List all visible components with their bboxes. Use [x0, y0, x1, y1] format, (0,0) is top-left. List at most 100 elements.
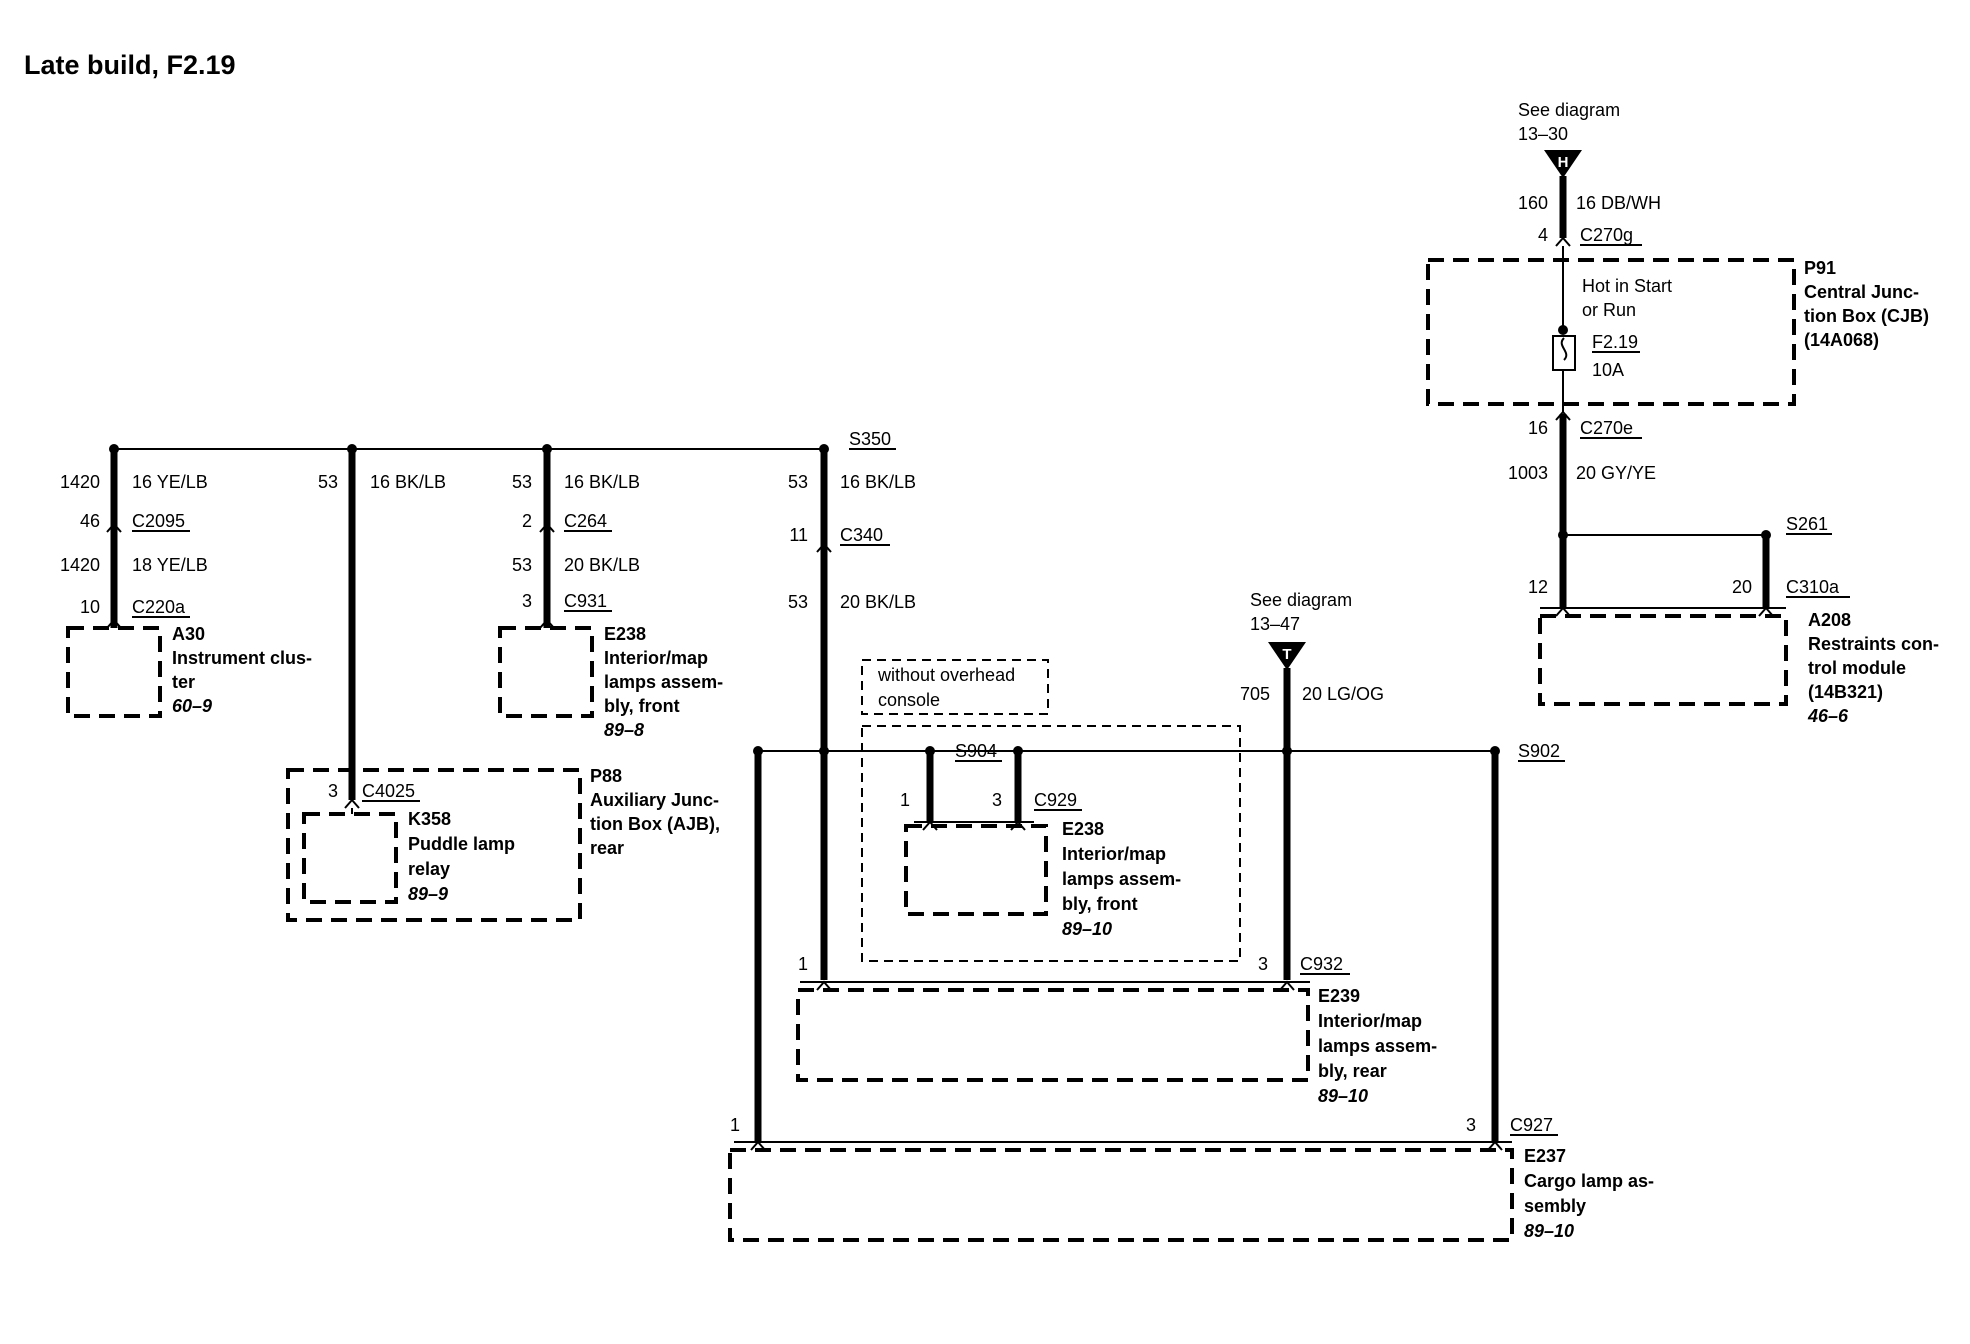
k358-label-line3: relay [408, 859, 450, 879]
c340-connector-chevron [816, 542, 832, 553]
e238-overhead-label-line2: Interior/map [1062, 844, 1166, 864]
s902-node-c340 [819, 746, 829, 756]
a208-label-line2: Restraints con- [1808, 634, 1939, 654]
ref-h-triangle [1544, 150, 1582, 178]
e238-front-connector1-chevron [539, 522, 555, 533]
k358-box [302, 812, 398, 904]
e238-overhead-label-line3: lamps assem- [1062, 869, 1181, 889]
e238-front-circuit1: 53 [512, 472, 532, 492]
a208-label-line4: (14B321) [1808, 682, 1883, 702]
e238-front-connector2-chevron [539, 618, 555, 629]
a208-connector: C310a [1786, 577, 1840, 597]
e238-overhead-label-line1: E238 [1062, 819, 1104, 839]
e238-front-label-line2: Interior/map [604, 648, 708, 668]
a30-pin2: 10 [80, 597, 100, 617]
e238-overhead-box [904, 824, 1048, 916]
a30-label-line2: Instrument clus- [172, 648, 312, 668]
ajb-label-line2: Auxiliary Junc- [590, 790, 719, 810]
c340-wire1: 16 BK/LB [840, 472, 916, 492]
e239-label-line4: bly, rear [1318, 1061, 1387, 1081]
a30-box [66, 626, 162, 718]
c340-circuit2: 53 [788, 592, 808, 612]
e239-label-line1: E239 [1318, 986, 1360, 1006]
e239-label-line2: Interior/map [1318, 1011, 1422, 1031]
e239-chevron-right [1279, 980, 1295, 991]
e238-overhead-ref: 89–10 [1062, 919, 1112, 939]
cjb-top-connector: C270g [1580, 225, 1633, 245]
e237-label-line2: Cargo lamp as- [1524, 1171, 1654, 1191]
a30-pin1: 46 [80, 511, 100, 531]
e237-chevron-right [1487, 1140, 1503, 1151]
ajb-label-line3: tion Box (AJB), [590, 814, 720, 834]
cjb-bottom-wire: 20 GY/YE [1576, 463, 1656, 483]
ref-t-letter: T [1282, 646, 1291, 663]
e237-label-line3: sembly [1524, 1196, 1586, 1216]
a30-connector2: C220a [132, 597, 186, 617]
fuse-rating: 10A [1592, 360, 1624, 380]
a208-chevron-left [1555, 606, 1571, 617]
e238-overhead-label-line4: bly, front [1062, 894, 1138, 914]
k358-label-line2: Puddle lamp [408, 834, 515, 854]
a208-label-line3: trol module [1808, 658, 1906, 678]
a208-chevron-right [1758, 606, 1774, 617]
cjb-top-connector-chevron [1555, 236, 1571, 247]
a208-label-line1: A208 [1808, 610, 1851, 630]
ajb-circuit: 53 [318, 472, 338, 492]
ajb-connector-chevron [344, 798, 360, 809]
ajb-label-line4: rear [590, 838, 624, 858]
e238-front-pin2: 3 [522, 591, 532, 611]
overhead-group-box [861, 725, 1241, 962]
cjb-bottom-connector: C270e [1580, 418, 1633, 438]
ajb-pin: 3 [328, 781, 338, 801]
s261-label: S261 [1786, 514, 1828, 534]
e239-label-line3: lamps assem- [1318, 1036, 1437, 1056]
e237-connector: C927 [1510, 1115, 1553, 1135]
c340-wire2: 20 BK/LB [840, 592, 916, 612]
ajb-label-line1: P88 [590, 766, 622, 786]
e238-front-box [498, 626, 594, 718]
fuse-id: F2.19 [1592, 332, 1638, 352]
e238-front-label-line3: lamps assem- [604, 672, 723, 692]
e237-chevron-left [750, 1140, 766, 1151]
s902-node-t [1282, 746, 1292, 756]
t-circuit: 705 [1240, 684, 1270, 704]
cjb-bottom-circuit: 1003 [1508, 463, 1548, 483]
e238-front-pin1: 2 [522, 511, 532, 531]
s904-label: S904 [955, 741, 997, 761]
cjb-bottom-pin: 16 [1528, 418, 1548, 438]
k358-label-line1: K358 [408, 809, 451, 829]
e237-pin-left: 1 [730, 1115, 740, 1135]
s350-label: S350 [849, 429, 891, 449]
ref-t-line1: See diagram [1250, 590, 1352, 610]
cjb-label-line4: (14A068) [1804, 330, 1879, 350]
e238-front-label-line4: bly, front [604, 696, 680, 716]
cjb-top-pin: 4 [1538, 225, 1548, 245]
e237-ref: 89–10 [1524, 1221, 1574, 1241]
overhead-note-line2: console [878, 690, 940, 710]
t-wire-label: 20 LG/OG [1302, 684, 1384, 704]
a30-connector1-chevron [106, 522, 122, 533]
a30-circuit1: 1420 [60, 472, 100, 492]
ref-t-triangle [1268, 642, 1306, 670]
e237-pin-right: 3 [1466, 1115, 1476, 1135]
cjb-bottom-connector-chevron [1555, 410, 1571, 421]
ajb-connector: C4025 [362, 781, 415, 801]
cjb-label-line3: tion Box (CJB) [1804, 306, 1929, 326]
cjb-box [1426, 258, 1796, 406]
e238-front-connector1: C264 [564, 511, 607, 531]
fuse-element-icon [1560, 337, 1568, 361]
a30-wire1: 16 YE/LB [132, 472, 208, 492]
e239-ref: 89–10 [1318, 1086, 1368, 1106]
e238-overhead-pin-right: 3 [992, 790, 1002, 810]
e238-front-circuit2: 53 [512, 555, 532, 575]
c340-pin: 11 [789, 525, 808, 545]
e238-front-label-line1: E238 [604, 624, 646, 644]
ref-h-letter: H [1558, 154, 1569, 171]
ref-t-line2: 13–47 [1250, 614, 1300, 634]
e238-front-connector2: C931 [564, 591, 607, 611]
a208-box [1538, 614, 1788, 706]
a30-connector1: C2095 [132, 511, 185, 531]
cjb-hot-line1: Hot in Start [1582, 276, 1672, 296]
e239-chevron-left [816, 980, 832, 991]
